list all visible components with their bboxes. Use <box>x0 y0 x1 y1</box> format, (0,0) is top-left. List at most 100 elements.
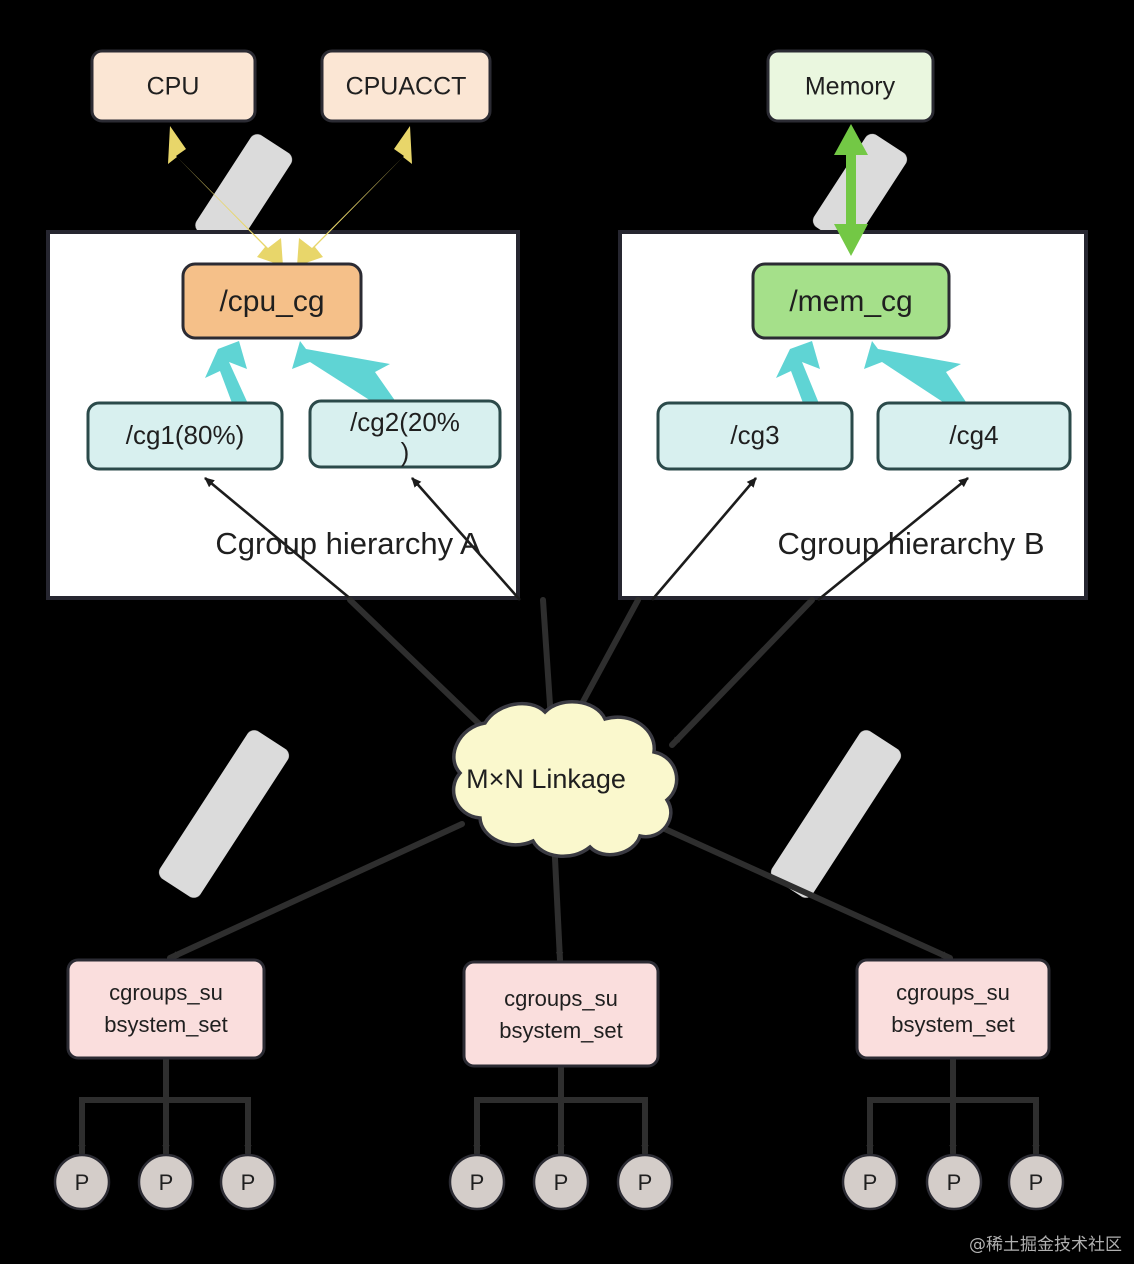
process-circle[interactable] <box>448 1153 506 1211</box>
process-label: P <box>470 1170 485 1195</box>
arrow-cg4-to-memcg <box>864 341 966 408</box>
process-circle[interactable] <box>137 1153 195 1211</box>
process-node[interactable]: P <box>532 1153 590 1211</box>
process-node[interactable]: P <box>448 1153 506 1211</box>
subsystem-memory-box[interactable] <box>766 49 935 123</box>
process-label: P <box>1029 1170 1044 1195</box>
process-node[interactable]: P <box>925 1153 983 1211</box>
subsystem-cpuacct[interactable]: CPUACCT <box>320 49 492 123</box>
cgroup-node-cg3[interactable]: /cg3 <box>656 401 854 471</box>
cgroups-subsystem-set-left-line1: cgroups_su <box>109 980 223 1005</box>
process-circle[interactable] <box>925 1153 983 1211</box>
edge-cloud-to-cg3 <box>651 477 757 601</box>
cgroup-node-cg2-box[interactable] <box>308 399 502 469</box>
process-circle[interactable] <box>532 1153 590 1211</box>
watermark: @稀土掘金技术社区 <box>969 1235 1122 1255</box>
process-node[interactable]: P <box>219 1153 277 1211</box>
subsystem-cpu-box[interactable] <box>90 49 257 123</box>
cgroup-node-cg2[interactable]: /cg2(20% ) <box>308 399 502 469</box>
subsystem-cpuacct-box[interactable] <box>320 49 492 123</box>
process-node[interactable]: P <box>1007 1153 1065 1211</box>
process-label: P <box>638 1170 653 1195</box>
process-label: P <box>241 1170 256 1195</box>
arrow-cg1-to-cpucg <box>205 341 249 411</box>
mxn-linkage-cloud-shape[interactable] <box>451 700 679 859</box>
cgroups-subsystem-set-middle-box[interactable] <box>462 960 660 1068</box>
cgroups-subsystem-set-middle-line1: cgroups_su <box>504 986 618 1011</box>
link-set-left-to-p3 <box>163 1055 252 1156</box>
link-cloud-to-set-middle <box>551 835 564 963</box>
cgroup-node-cg3-box[interactable] <box>656 401 854 471</box>
arrow-cpu-to-cpucg <box>168 126 283 266</box>
cgroup-node-cg3-label: /cg3 <box>730 420 779 450</box>
cgroup-node-cpu-cg-box[interactable] <box>181 262 363 340</box>
link-hierarchy-a-right-to-cloud <box>540 597 555 723</box>
process-label: P <box>554 1170 569 1195</box>
process-label: P <box>75 1170 90 1195</box>
cgroups-subsystem-set-left[interactable]: cgroups_su bsystem_set <box>66 958 266 1060</box>
cgroups-subsystem-set-right-line1: cgroups_su <box>896 980 1010 1005</box>
process-circle[interactable] <box>53 1153 111 1211</box>
mxn-linkage-cloud[interactable]: M×N Linkage <box>451 700 679 859</box>
cgroup-node-cg2-label-line2: ) <box>401 437 410 467</box>
arrow-cg2-to-cpucg <box>292 341 396 408</box>
link-cloud-to-set-right <box>642 817 953 961</box>
subsystem-cpu[interactable]: CPU <box>90 49 257 123</box>
subsystem-memory[interactable]: Memory <box>766 49 935 123</box>
process-circle[interactable] <box>219 1153 277 1211</box>
process-label: P <box>159 1170 174 1195</box>
cgroups-subsystem-set-right[interactable]: cgroups_su bsystem_set <box>855 958 1051 1060</box>
cgroup-node-cg4-label: /cg4 <box>949 420 998 450</box>
cgroup-node-cg1-box[interactable] <box>86 401 284 471</box>
hierarchy-a-caption: Cgroup hierarchy A <box>215 526 481 561</box>
cgroup-node-cg1[interactable]: /cg1(80%) <box>86 401 284 471</box>
process-node[interactable]: P <box>137 1153 195 1211</box>
process-circle[interactable] <box>1007 1153 1065 1211</box>
subsystem-cpu-label: CPU <box>147 73 200 101</box>
gray-artifact-cloud-right <box>771 730 901 898</box>
cgroup-node-cg1-label: /cg1(80%) <box>126 420 245 450</box>
link-set-right-to-p3 <box>950 1055 1040 1156</box>
process-node[interactable]: P <box>616 1153 674 1211</box>
cgroup-node-cpu-cg-label: /cpu_cg <box>219 285 324 318</box>
cgroups-subsystem-set-left-box[interactable] <box>66 958 266 1060</box>
cgroup-node-cpu-cg[interactable]: /cpu_cg <box>181 262 363 340</box>
edge-cloud-to-cg4 <box>817 476 969 602</box>
cgroup-node-mem-cg-label: /mem_cg <box>789 285 912 318</box>
cgroup-node-cg4[interactable]: /cg4 <box>876 401 1072 471</box>
gray-artifact-top-right <box>812 133 908 247</box>
process-node[interactable]: P <box>53 1153 111 1211</box>
mxn-linkage-cloud-label: M×N Linkage <box>466 764 626 794</box>
link-cloud-to-set-left <box>167 821 465 961</box>
process-label: P <box>863 1170 878 1195</box>
edge-cloud-to-cg1 <box>204 476 353 602</box>
cgroup-node-mem-cg-box[interactable] <box>751 262 951 340</box>
process-label: P <box>947 1170 962 1195</box>
teal-arrow-group <box>205 341 966 411</box>
cgroup-node-mem-cg[interactable]: /mem_cg <box>751 262 951 340</box>
cgroups-subsystem-set-middle[interactable]: cgroups_su bsystem_set <box>462 960 660 1068</box>
cgroups-subsystem-set-right-line2: bsystem_set <box>891 1012 1015 1037</box>
cgroup-node-cg4-box[interactable] <box>876 401 1072 471</box>
hierarchy-b-caption: Cgroup hierarchy B <box>777 526 1044 561</box>
process-circle[interactable] <box>616 1153 674 1211</box>
gray-artifact-cloud-left <box>159 730 289 898</box>
process-node[interactable]: P <box>841 1153 899 1211</box>
cgroups-subsystem-set-right-box[interactable] <box>855 958 1051 1060</box>
cgroups-subsystem-set-middle-line2: bsystem_set <box>499 1018 623 1043</box>
link-hierarchy-b-right-to-cloud <box>669 597 815 748</box>
gray-artifact-top-left <box>195 134 293 251</box>
arrow-cpuacct-to-cpucg <box>297 126 412 266</box>
process-circle[interactable] <box>841 1153 899 1211</box>
yellow-arrow-group <box>168 126 412 266</box>
link-hierarchy-a-left-to-cloud <box>347 597 501 745</box>
subsystem-memory-label: Memory <box>805 73 896 101</box>
subsystem-cpuacct-label: CPUACCT <box>346 73 467 101</box>
cgroups-subsystem-set-left-line2: bsystem_set <box>104 1012 228 1037</box>
link-set-middle-to-p3 <box>558 1063 649 1156</box>
